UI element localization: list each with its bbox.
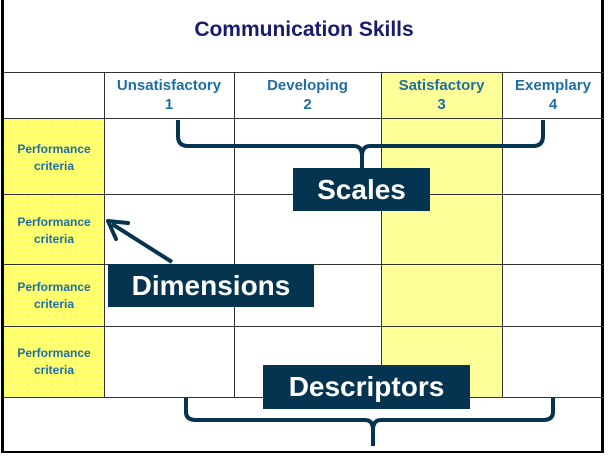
divider xyxy=(502,72,503,397)
divider xyxy=(4,326,604,327)
column-header-satisfactory: Satisfactory 3 xyxy=(381,76,502,114)
column-name: Satisfactory xyxy=(398,77,485,94)
dimensions-callout: Dimensions xyxy=(108,264,314,307)
dimensions-arrow xyxy=(110,222,174,264)
column-header-developing: Developing 2 xyxy=(234,76,381,114)
rubric-title: Communication Skills xyxy=(194,18,414,41)
column-score: 4 xyxy=(548,96,558,113)
divider xyxy=(381,72,382,397)
column-name: Developing xyxy=(267,77,348,94)
dimension-column-highlight xyxy=(4,118,104,397)
descriptors-brace xyxy=(184,398,555,446)
row-label: Performance criteria xyxy=(17,215,91,246)
column-name: Unsatisfactory xyxy=(116,77,222,94)
column-header-exemplary: Exemplary 4 xyxy=(502,76,604,114)
descriptors-callout: Descriptors xyxy=(263,365,470,409)
arrow-head-icon xyxy=(106,219,130,241)
scales-callout: Scales xyxy=(293,168,430,211)
column-header-unsatisfactory: Unsatisfactory 1 xyxy=(104,76,234,114)
column-score: 1 xyxy=(164,96,174,113)
column-name: Exemplary xyxy=(515,77,591,94)
satisfactory-column-highlight xyxy=(381,72,502,397)
row-label: Performance criteria xyxy=(17,346,91,377)
scales-brace xyxy=(176,120,545,168)
column-score: 2 xyxy=(303,96,312,113)
divider xyxy=(4,118,604,119)
column-score: 3 xyxy=(437,96,446,113)
divider xyxy=(234,72,235,397)
divider xyxy=(4,72,604,73)
divider xyxy=(104,72,105,397)
row-label: Performance criteria xyxy=(17,142,91,173)
row-label: Performance criteria xyxy=(17,280,91,311)
